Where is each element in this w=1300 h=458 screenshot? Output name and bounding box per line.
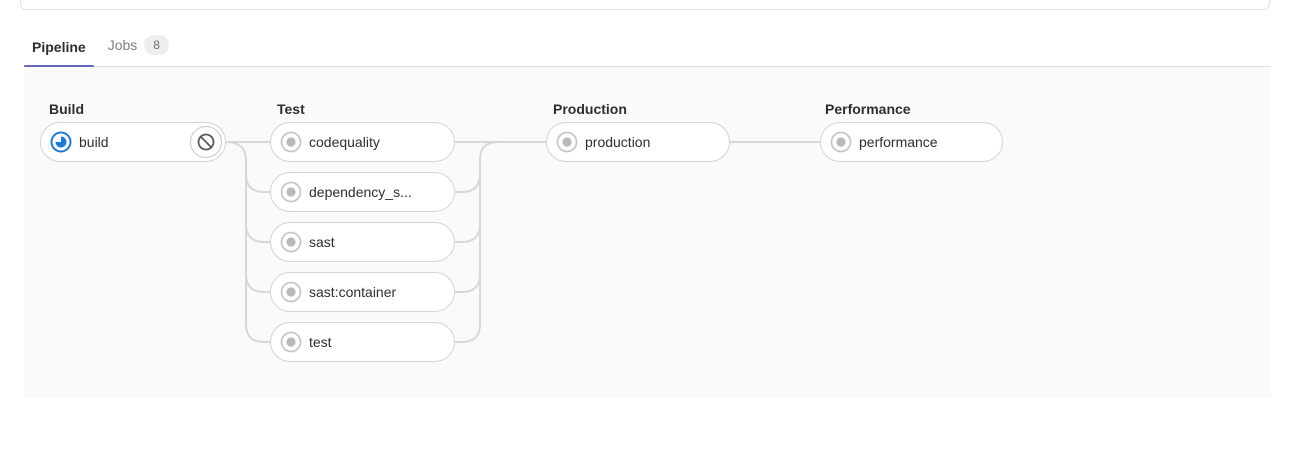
job-sast-container[interactable]: sast:container (270, 272, 455, 312)
tab-pipeline[interactable]: Pipeline (24, 29, 94, 68)
job-sast[interactable]: sast (270, 222, 455, 262)
status-created-icon (280, 131, 302, 153)
cancel-job-button[interactable] (190, 126, 222, 158)
pipeline-connector-lines (225, 141, 820, 343)
tab-pipeline-label: Pipeline (32, 39, 86, 55)
stage-header-production: Production (553, 101, 627, 117)
previous-section-bottom-edge (20, 0, 1270, 10)
stage-header-build: Build (49, 101, 84, 117)
job-label: codequality (309, 134, 380, 150)
tab-jobs-label: Jobs (107, 37, 138, 53)
status-created-icon (830, 131, 852, 153)
pipeline-tabs: Pipeline Jobs 8 (24, 25, 1271, 68)
status-created-icon (280, 231, 302, 253)
jobs-count-badge: 8 (144, 35, 169, 55)
tab-jobs[interactable]: Jobs 8 (100, 25, 177, 66)
ban-icon (197, 133, 215, 151)
job-test[interactable]: test (270, 322, 455, 362)
status-running-icon (50, 131, 72, 153)
job-performance[interactable]: performance (820, 122, 1003, 162)
stage-header-performance: Performance (825, 101, 911, 117)
job-production[interactable]: production (546, 122, 730, 162)
job-label: sast (309, 234, 335, 250)
job-build[interactable]: build (40, 122, 226, 162)
job-dependency-scanning[interactable]: dependency_s... (270, 172, 455, 212)
job-label: production (585, 134, 651, 150)
job-label: sast:container (309, 284, 397, 300)
job-label: performance (859, 134, 938, 150)
status-created-icon (280, 281, 302, 303)
job-codequality[interactable]: codequality (270, 122, 455, 162)
job-label: dependency_s... (309, 184, 412, 200)
pipeline-graph: Build Test Production Performance build … (24, 67, 1271, 398)
stage-header-test: Test (277, 101, 305, 117)
status-created-icon (280, 181, 302, 203)
status-created-icon (280, 331, 302, 353)
job-label: build (79, 134, 109, 150)
job-label: test (309, 334, 332, 350)
status-created-icon (556, 131, 578, 153)
